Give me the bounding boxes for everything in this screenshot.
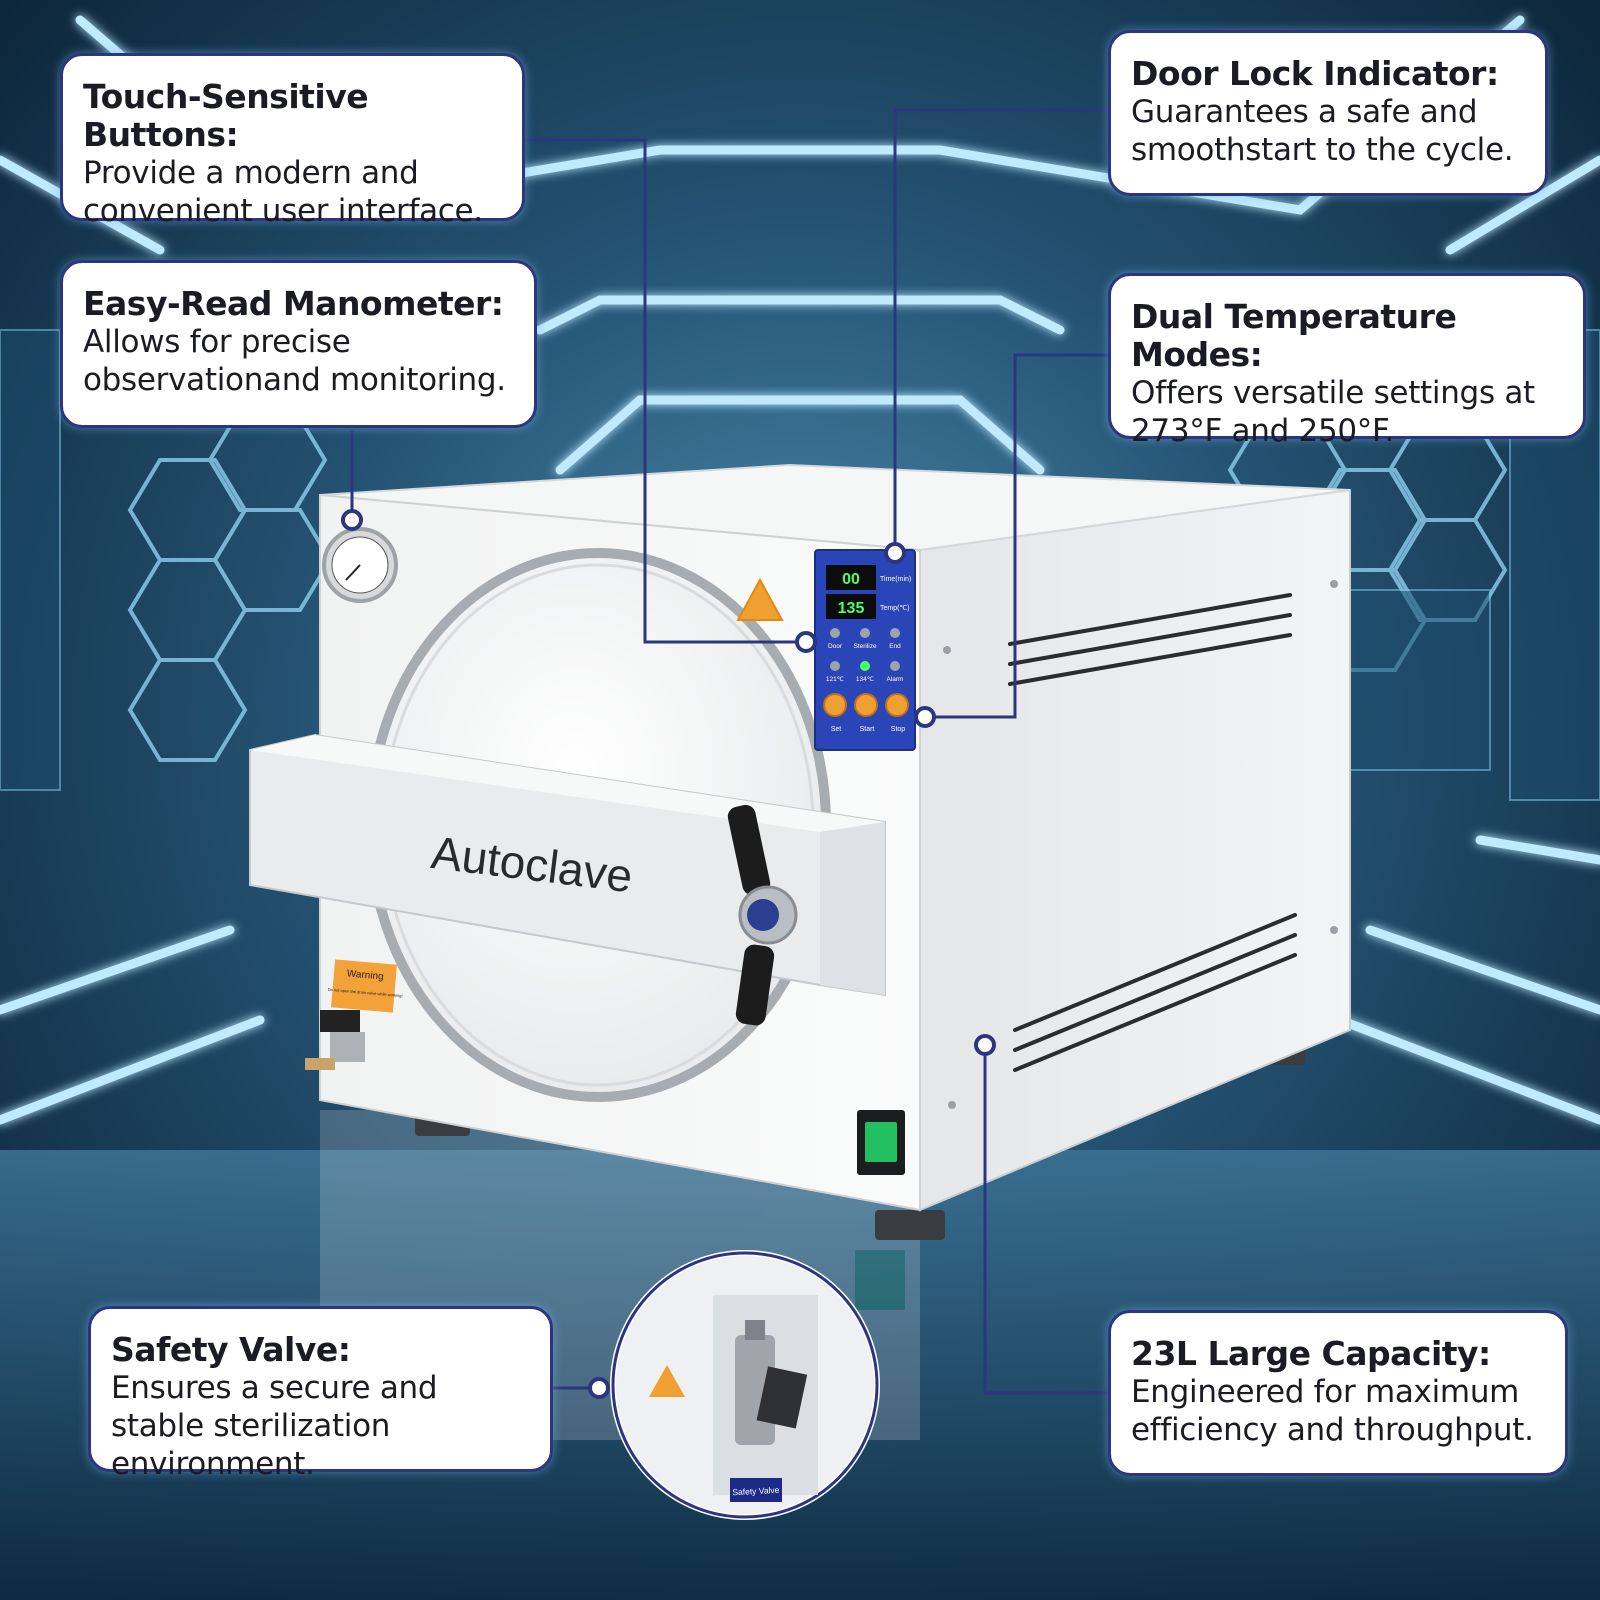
temp-display [826,594,876,619]
temp-label: Temp(℃) [880,605,910,612]
indicator-label: Alarm [887,676,904,683]
drain-valve[interactable] [305,1010,365,1070]
indicator-label: Sterilize [853,643,877,650]
callout-title: Touch-Sensitive Buttons: [83,77,369,154]
callout-description: Guarantees a safe and smoothstart to the… [1131,94,1514,168]
temp-display-value: 135 [838,600,865,617]
callout-safety-valve: Safety Valve: Ensures a secure and stabl… [88,1306,553,1482]
indicator-label: End [889,643,901,650]
callout-description: Offers versatile settings at 273°F and 2… [1131,375,1535,449]
stop-button[interactable] [885,693,909,717]
button-label: Start [860,726,875,733]
callout-description: Engineered for maximum efficiency and th… [1131,1374,1534,1448]
callout-description: Provide a modern and convenient user int… [83,155,483,229]
set-button[interactable] [823,693,847,717]
indicator-label: 121℃ [826,676,845,683]
hot-surface-warning-icon [649,1365,685,1397]
callout-touch-sensitive-buttons: Touch-Sensitive Buttons: Provide a moder… [60,53,525,229]
time-display-value: 00 [842,571,860,588]
door-handle-bar [249,733,886,997]
callout-title: Door Lock Indicator: [1131,54,1499,93]
start-button[interactable] [854,693,878,717]
control-panel [814,549,916,751]
time-label: Time(min) [880,576,911,583]
callout-title: 23L Large Capacity: [1131,1334,1491,1373]
safety-valve-label: Safety Valve [732,1485,780,1497]
warning-sticker [331,959,397,1013]
indicator-label: 134℃ [856,676,875,683]
callout-title: Easy-Read Manometer: [83,284,504,323]
callout-title: Safety Valve: [111,1330,351,1369]
hot-surface-warning-icon [736,577,784,621]
safety-valve-inset [610,1250,880,1520]
door-lever[interactable] [726,803,798,1027]
callout-23l-large-capacity: 23L Large Capacity: Engineered for maxim… [1108,1310,1568,1476]
callout-description: Allows for precise observationand monito… [83,324,506,398]
callout-easy-read-manometer: Easy-Read Manometer: Allows for precise … [60,260,537,428]
button-label: Stop [891,726,906,733]
callout-dual-temperature-modes: Dual Temperature Modes: Offers versatile… [1108,273,1586,449]
callout-door-lock-indicator: Door Lock Indicator: Guarantees a safe a… [1108,30,1548,196]
warning-sticker-title: Warning [346,968,384,982]
warning-sticker-text: Do not open the drain valve while workin… [327,987,402,999]
power-switch[interactable] [857,1110,905,1175]
callout-description: Ensures a secure and stable sterilizatio… [111,1370,438,1482]
manometer-gauge [322,527,398,603]
time-display [826,565,876,590]
button-label: Set [831,726,842,733]
callout-title: Dual Temperature Modes: [1131,297,1457,374]
leader-endpoints [341,509,996,1399]
indicator-label: Door [828,643,843,650]
